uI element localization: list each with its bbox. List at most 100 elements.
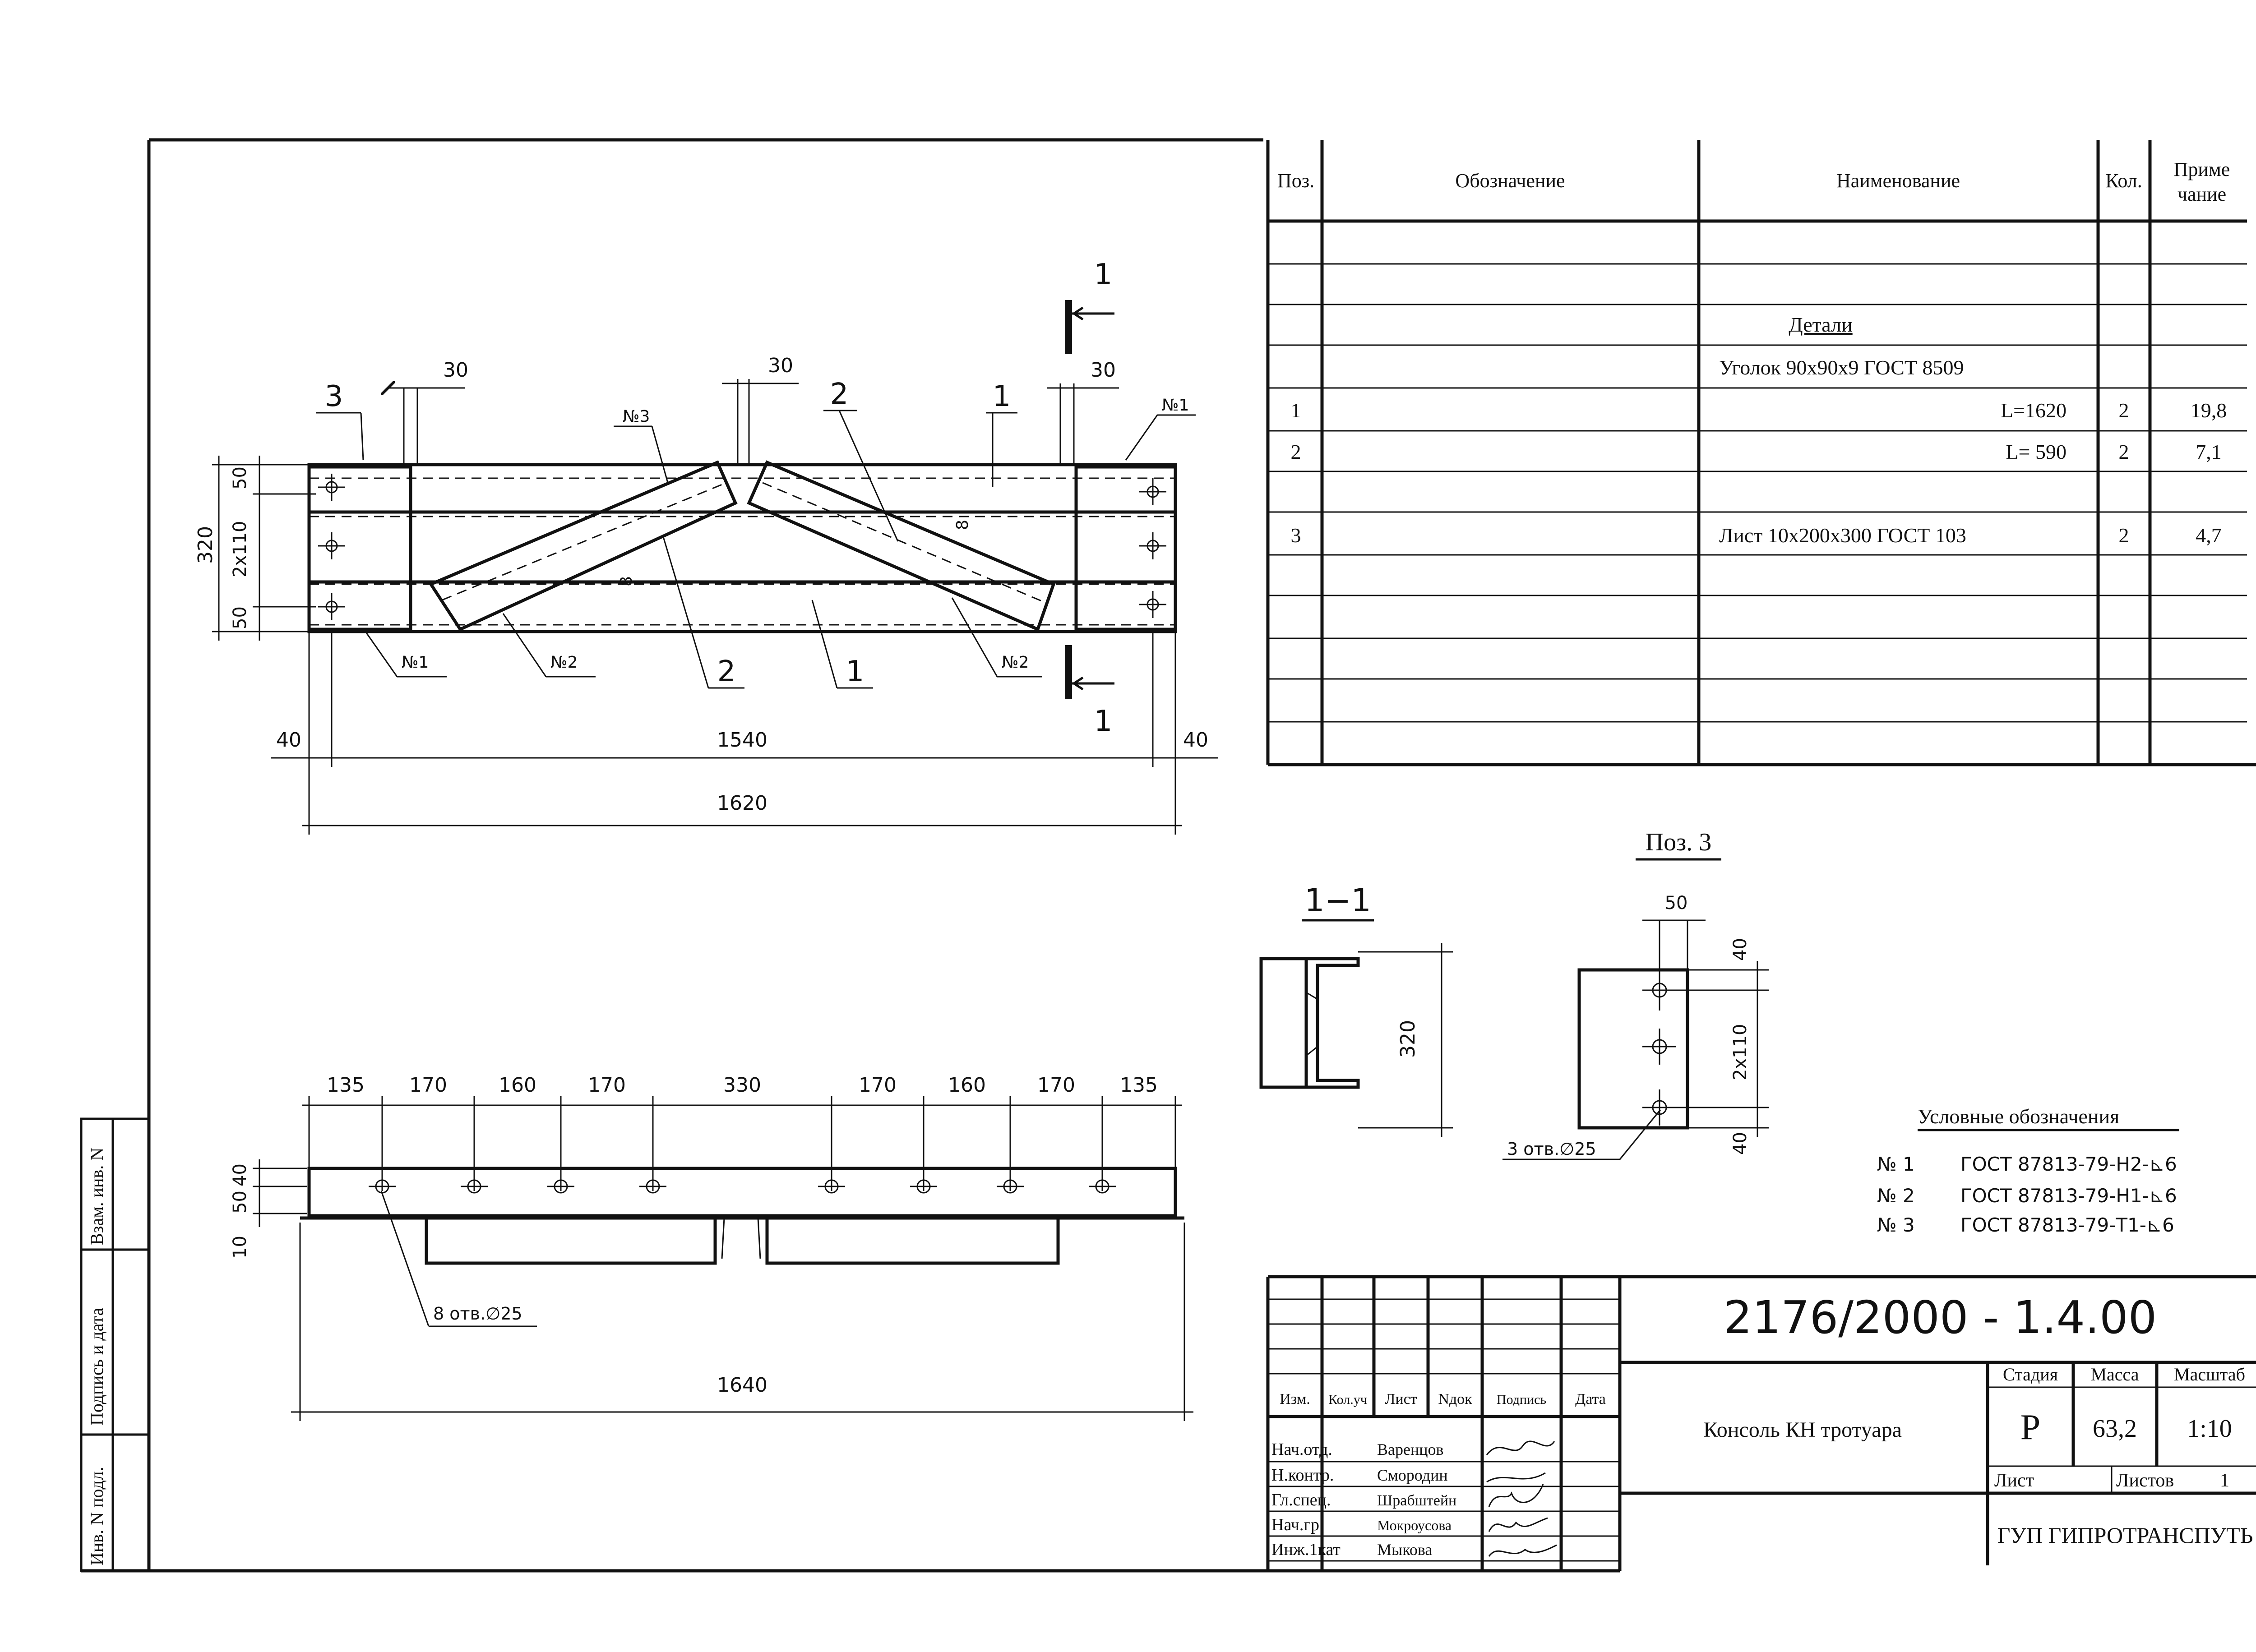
stage-label: Стадия: [2003, 1364, 2058, 1384]
dim-1620: 1620: [717, 792, 767, 815]
section-title: Детали: [1789, 313, 1852, 336]
side-dim-label: 170: [859, 1074, 897, 1097]
dim-30-left: 30: [443, 359, 468, 382]
col-name-header: Наименование: [1836, 170, 1960, 192]
dim-side-10: 10: [230, 1236, 250, 1259]
side-dim-label: 330: [723, 1074, 761, 1097]
tb-izm: Изм.: [1280, 1391, 1310, 1407]
row2-qty: 2: [2119, 440, 2129, 463]
stamp-sign-label: Подпись и дата: [87, 1308, 107, 1426]
col-note-header-2: чание: [2177, 183, 2226, 205]
sheets-label: Листов: [2116, 1470, 2174, 1491]
row2-name: L= 590: [2006, 440, 2066, 463]
side-beam: [307, 1167, 1177, 1218]
dim-50-bottom: 50: [230, 606, 250, 629]
doc-code: 2176/2000 - 1.4.00: [1724, 1291, 2157, 1344]
side-dim-label: 170: [1037, 1074, 1075, 1097]
legend-text-3: ГОСТ 87813-79-Т1-⊾6: [1960, 1214, 2174, 1236]
dim-2x110: 2х110: [230, 521, 250, 577]
row1-qty: 2: [2119, 399, 2129, 422]
dim-side-40: 40: [230, 1163, 250, 1186]
side-dim-label: 160: [948, 1074, 986, 1097]
legend-num-1: № 1: [1877, 1153, 1915, 1175]
pos3-detail: Поз. 3 50 40 2х110 40 3 отв.∅25: [1502, 828, 1769, 1160]
dim-40-right: 40: [1183, 729, 1208, 752]
brace-right: [747, 460, 1056, 632]
tb-ndok: Nдок: [1438, 1391, 1472, 1407]
tb-podp: Подпись: [1497, 1392, 1546, 1407]
sheet-label: Лист: [1994, 1470, 2034, 1491]
brace-left: [428, 460, 738, 632]
side-dim-label: 170: [588, 1074, 626, 1097]
pos3-dim-50: 50: [1665, 893, 1688, 914]
side-view: 40 50 10 8 отв.∅25 1640: [230, 1096, 1193, 1421]
cut-label-bottom: 1: [1094, 705, 1113, 738]
weld-label-2-right: №2: [1002, 653, 1029, 672]
row1-note: 19,8: [2191, 399, 2227, 422]
cut-mark-bottom: [1065, 645, 1072, 699]
tb-kol: Кол.уч: [1328, 1392, 1367, 1407]
row1-pos: 1: [1291, 399, 1301, 422]
dim-30-mid: 30: [768, 354, 793, 377]
row2-note: 7,1: [2196, 440, 2222, 463]
section-title: 1−1: [1304, 882, 1371, 919]
cut-label-top: 1: [1094, 258, 1113, 291]
legend-text-1: ГОСТ 87813-79-Н2-⊾6: [1960, 1153, 2177, 1175]
row3-name: Лист 10х200х300 ГОСТ 103: [1719, 524, 1966, 547]
tb-role-4: Нач.гр.: [1271, 1515, 1323, 1534]
col-qty-header: Кол.: [2105, 170, 2142, 192]
signature-scribbles: [1486, 1440, 1557, 1557]
pos3-dim-2x110: 2х110: [1730, 1024, 1751, 1080]
col-designation-header: Обозначение: [1455, 170, 1565, 192]
side-stamp: Инв. N подл. Подпись и дата Взам. инв. N: [80, 1117, 150, 1572]
tb-role-2: Н.контр.: [1271, 1466, 1334, 1485]
dim-1540: 1540: [717, 729, 767, 752]
row2-pos: 2: [1291, 440, 1301, 463]
part-label-1-lower: 1: [846, 655, 864, 688]
legend-title: Условные обозначения: [1918, 1105, 2119, 1128]
weld-size-right: 8: [953, 520, 972, 530]
tb-role-3: Гл.спец.: [1271, 1490, 1331, 1509]
tb-name-1: Варенцов: [1377, 1440, 1444, 1458]
legend: Условные обозначения № 1 ГОСТ 87813-79-Н…: [1877, 1105, 2179, 1236]
col-pos-header: Поз.: [1277, 170, 1314, 192]
col-note-header-1: Приме: [2174, 158, 2230, 180]
mass-value: 63,2: [2093, 1415, 2137, 1443]
tb-name-4: Мокроусова: [1377, 1517, 1452, 1533]
weld-label-3: №3: [623, 407, 650, 426]
row1-name: L=1620: [2001, 399, 2066, 422]
side-dim-label: 135: [327, 1074, 365, 1097]
doc-title: Консоль КН тротуара: [1703, 1418, 1902, 1442]
pos3-dim-40-top: 40: [1730, 938, 1751, 961]
stamp-inv-label: Инв. N подл.: [87, 1467, 107, 1565]
scale-label: Масштаб: [2174, 1364, 2245, 1384]
cut-mark-top: [1065, 300, 1072, 354]
tb-list: Лист: [1385, 1391, 1417, 1407]
material-row: Уголок 90х90х9 ГОСТ 8509: [1719, 356, 1964, 379]
side-dim-label: 170: [409, 1074, 447, 1097]
weld-size-left: 8: [617, 576, 636, 586]
pos3-title: Поз. 3: [1646, 828, 1712, 856]
pos3-dim-40-bottom: 40: [1730, 1132, 1751, 1155]
part-label-2-upper: 2: [830, 378, 849, 411]
title-block: Изм. Кол.уч Лист Nдок Подпись Дата Нач.о…: [1266, 1275, 2256, 1571]
tb-data: Дата: [1575, 1391, 1606, 1407]
spec-table: Поз. Обозначение Наименование Кол. Приме…: [1266, 140, 2256, 766]
pos3-holes: 3 отв.∅25: [1507, 1139, 1596, 1159]
side-dim-label: 135: [1120, 1074, 1158, 1097]
top-view: 3 2 1 2 1 1 1 №3 №1 №1 №2 №2 8 8 30: [194, 258, 1218, 835]
legend-num-2: № 2: [1877, 1185, 1915, 1207]
dim-side-50: 50: [230, 1191, 250, 1214]
dim-50-top: 50: [230, 466, 250, 489]
section-1-1: 1−1 320: [1259, 882, 1453, 1137]
side-holes-callout: 8 отв.∅25: [433, 1304, 522, 1324]
tb-role-5: Инж.1кат: [1271, 1540, 1341, 1559]
part-label-1-upper: 1: [993, 380, 1011, 413]
tb-name-2: Смородин: [1377, 1466, 1448, 1484]
tb-role-1: Нач.отд.: [1271, 1440, 1332, 1459]
organization: ГУП ГИПРОТРАНСПУТЬ: [1997, 1523, 2253, 1548]
dim-30-right: 30: [1091, 359, 1116, 382]
section-dim-320: 320: [1396, 1020, 1419, 1058]
stamp-replace-label: Взам. инв. N: [87, 1148, 107, 1245]
